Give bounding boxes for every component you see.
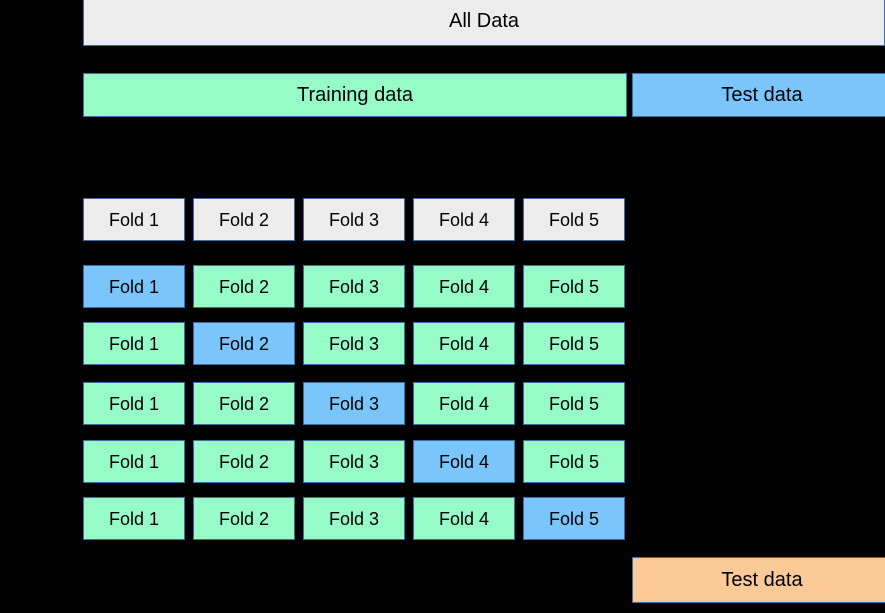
fold-cell-split-5-fold-5: Fold 5 [523, 497, 625, 540]
fold-cell-label: Fold 2 [218, 276, 270, 297]
fold-cell-label: Fold 3 [328, 451, 380, 472]
fold-cell-label: Fold 3 [328, 393, 380, 414]
fold-cell-split-1-fold-5: Fold 5 [523, 265, 625, 308]
fold-cell-split-5-fold-3: Fold 3 [303, 497, 405, 540]
fold-cell-label: Fold 1 [108, 333, 160, 354]
fold-cell-folds-overview-fold-5: Fold 5 [523, 198, 625, 241]
fold-cell-label: Fold 3 [328, 508, 380, 529]
fold-cell-label: Fold 2 [218, 209, 270, 230]
fold-cell-split-3-fold-2: Fold 2 [193, 382, 295, 425]
fold-cell-label: Fold 2 [218, 451, 270, 472]
fold-cell-split-2-fold-5: Fold 5 [523, 322, 625, 365]
fold-cell-label: Fold 4 [438, 276, 490, 297]
fold-cell-split-1-fold-3: Fold 3 [303, 265, 405, 308]
fold-cell-split-2-fold-4: Fold 4 [413, 322, 515, 365]
fold-cell-split-2-fold-1: Fold 1 [83, 322, 185, 365]
fold-cell-split-3-fold-5: Fold 5 [523, 382, 625, 425]
fold-cell-label: Fold 1 [108, 508, 160, 529]
fold-cell-split-5-fold-2: Fold 2 [193, 497, 295, 540]
fold-cell-label: Fold 4 [438, 333, 490, 354]
fold-cell-label: Fold 2 [218, 393, 270, 414]
fold-cell-label: Fold 4 [438, 451, 490, 472]
fold-cell-label: Fold 5 [548, 276, 600, 297]
fold-cell-label: Fold 5 [548, 508, 600, 529]
fold-cell-label: Fold 3 [328, 209, 380, 230]
band-training-data: Training data [83, 73, 627, 117]
fold-cell-label: Fold 2 [218, 508, 270, 529]
band-test-data-bottom: Test data [632, 557, 885, 603]
fold-cell-label: Fold 2 [218, 333, 270, 354]
fold-cell-label: Fold 1 [108, 393, 160, 414]
fold-cell-label: Fold 1 [108, 276, 160, 297]
fold-cell-label: Fold 4 [438, 393, 490, 414]
band-label: Test data [721, 84, 803, 106]
fold-cell-split-1-fold-2: Fold 2 [193, 265, 295, 308]
fold-cell-folds-overview-fold-2: Fold 2 [193, 198, 295, 241]
band-label: Training data [297, 84, 413, 106]
fold-cell-folds-overview-fold-4: Fold 4 [413, 198, 515, 241]
fold-cell-label: Fold 1 [108, 451, 160, 472]
band-label: Test data [721, 569, 803, 591]
fold-cell-label: Fold 5 [548, 451, 600, 472]
fold-cell-split-1-fold-4: Fold 4 [413, 265, 515, 308]
fold-cell-split-4-fold-1: Fold 1 [83, 440, 185, 483]
band-test-data-top: Test data [632, 73, 885, 117]
fold-cell-label: Fold 3 [328, 276, 380, 297]
fold-cell-split-4-fold-4: Fold 4 [413, 440, 515, 483]
fold-cell-split-3-fold-3: Fold 3 [303, 382, 405, 425]
fold-cell-label: Fold 5 [548, 209, 600, 230]
fold-cell-split-5-fold-1: Fold 1 [83, 497, 185, 540]
fold-cell-split-3-fold-1: Fold 1 [83, 382, 185, 425]
fold-cell-split-3-fold-4: Fold 4 [413, 382, 515, 425]
fold-cell-folds-overview-fold-1: Fold 1 [83, 198, 185, 241]
fold-cell-label: Fold 4 [438, 508, 490, 529]
band-all-data: All Data [83, 0, 885, 46]
fold-cell-split-1-fold-1: Fold 1 [83, 265, 185, 308]
fold-cell-split-4-fold-3: Fold 3 [303, 440, 405, 483]
fold-cell-split-4-fold-5: Fold 5 [523, 440, 625, 483]
fold-cell-label: Fold 3 [328, 333, 380, 354]
fold-cell-label: Fold 1 [108, 209, 160, 230]
band-label: All Data [448, 10, 520, 32]
fold-cell-label: Fold 5 [548, 333, 600, 354]
fold-cell-split-2-fold-3: Fold 3 [303, 322, 405, 365]
fold-cell-label: Fold 5 [548, 393, 600, 414]
fold-cell-split-5-fold-4: Fold 4 [413, 497, 515, 540]
fold-cell-split-2-fold-2: Fold 2 [193, 322, 295, 365]
fold-cell-split-4-fold-2: Fold 2 [193, 440, 295, 483]
fold-cell-label: Fold 4 [438, 209, 490, 230]
fold-cell-folds-overview-fold-3: Fold 3 [303, 198, 405, 241]
